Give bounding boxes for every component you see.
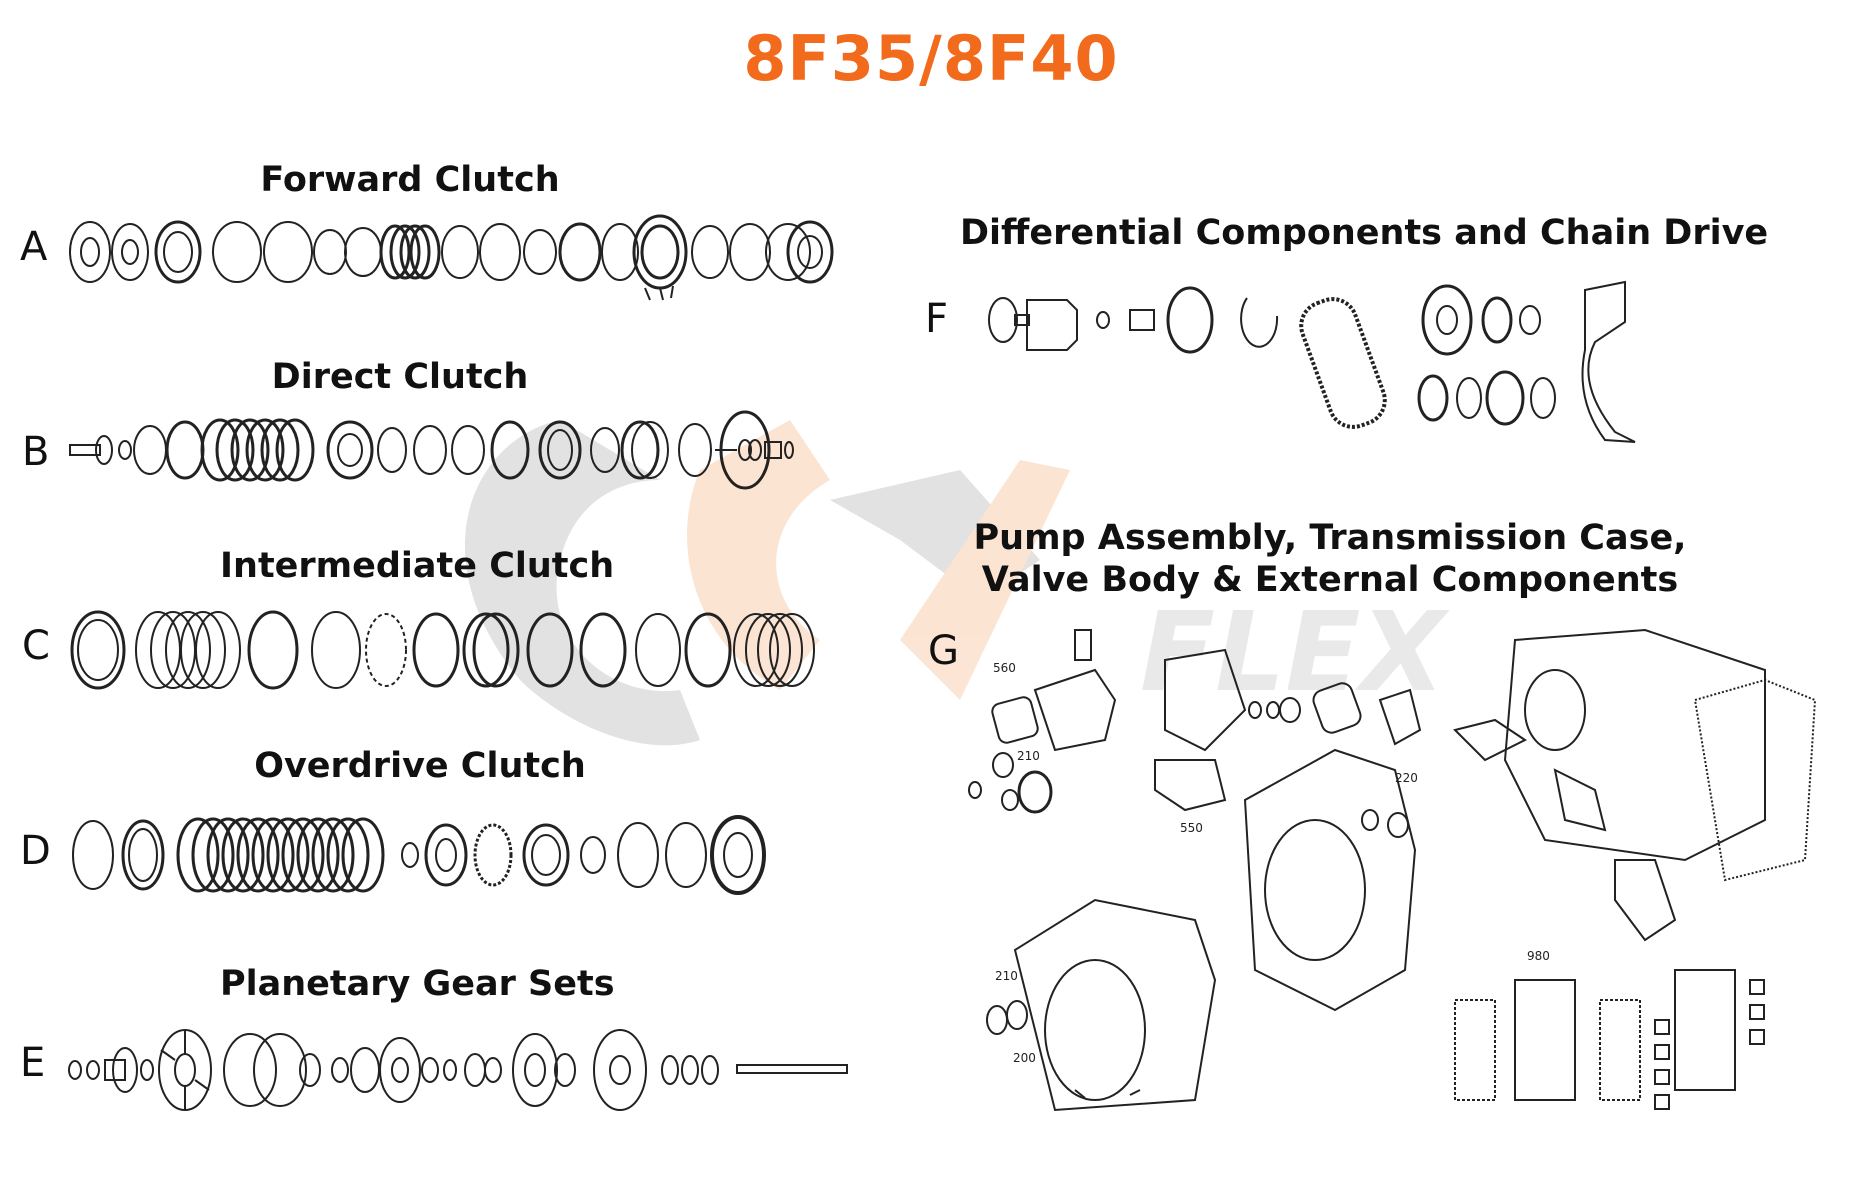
pump-assembly-illustration xyxy=(968,629,1117,814)
section-title-pump-line2: Valve Body & External Components xyxy=(981,560,1679,600)
section-title-overdrive-clutch: Overdrive Clutch xyxy=(254,746,586,786)
section-title-differential: Differential Components and Chain Drive xyxy=(960,213,1769,253)
forward-clutch-parts-illustration xyxy=(69,214,811,301)
callout-210-bottom: 210 xyxy=(995,969,1018,983)
differential-components-illustration xyxy=(988,280,1636,443)
planetary-gear-sets-illustration xyxy=(68,1029,848,1111)
section-title-direct-clutch: Direct Clutch xyxy=(271,357,529,397)
intermediate-clutch-parts-illustration xyxy=(70,610,815,690)
forward-clutch-drum-illustration xyxy=(786,220,834,284)
section-title-planetary-gear-sets: Planetary Gear Sets xyxy=(220,964,615,1004)
pump-case-valve-body-illustration: 560 210 550 220 210 200 980 xyxy=(968,628,1817,1112)
section-letter-f: F xyxy=(925,296,949,342)
callout-200: 200 xyxy=(1013,1051,1036,1065)
section-letter-e: E xyxy=(20,1040,46,1086)
section-letter-a: A xyxy=(20,224,48,270)
callout-210-top: 210 xyxy=(1017,749,1040,763)
overdrive-clutch-parts-illustration xyxy=(72,815,766,895)
section-letter-b: B xyxy=(22,429,50,475)
direct-clutch-parts-illustration xyxy=(69,410,771,490)
section-title-pump-line1: Pump Assembly, Transmission Case, xyxy=(973,518,1687,558)
section-title-intermediate-clutch: Intermediate Clutch xyxy=(220,546,615,586)
section-letter-d: D xyxy=(20,828,51,874)
section-letter-c: C xyxy=(22,623,50,669)
section-letter-g: G xyxy=(928,628,959,674)
callout-560: 560 xyxy=(993,661,1016,675)
section-title-forward-clutch: Forward Clutch xyxy=(260,160,560,200)
page-title: 8F35/8F40 xyxy=(743,22,1119,95)
callout-220: 220 xyxy=(1395,771,1418,785)
callout-550: 550 xyxy=(1180,821,1203,835)
callout-980: 980 xyxy=(1527,949,1550,963)
direct-clutch-springs-illustration xyxy=(715,439,794,461)
